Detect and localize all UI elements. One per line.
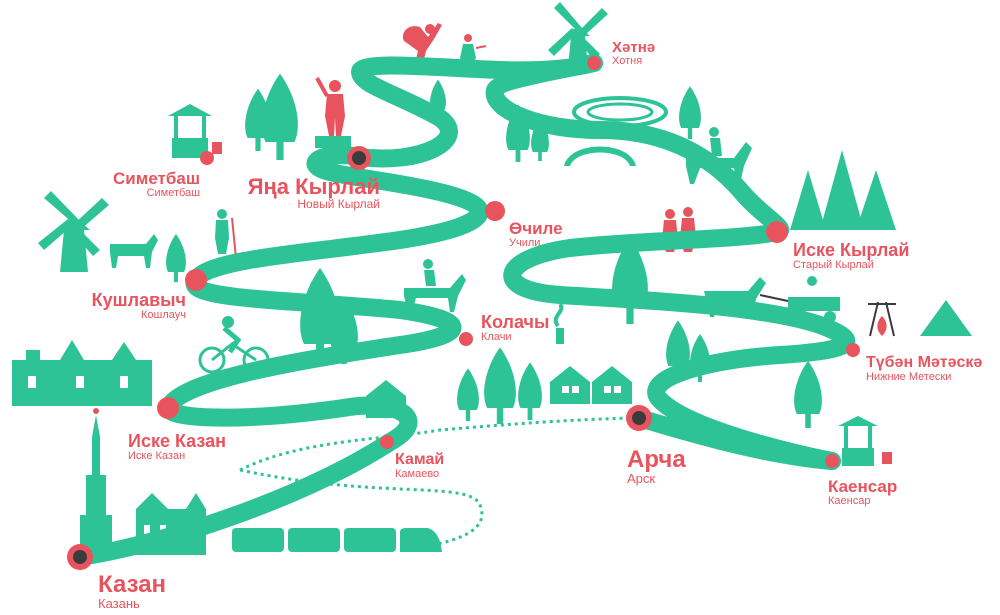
place-label-iske-kazan: Иске Казан Иске Казан <box>128 432 226 462</box>
tree-icon <box>166 234 186 282</box>
place-name-ru: Клачи <box>481 330 512 343</box>
house-icon <box>553 302 564 344</box>
place-label-kamay: Камай Камаево <box>395 451 445 480</box>
place-label-kolachy: Колачы Клачи <box>481 313 549 343</box>
place-label-hatne: Хәтнә Хотня <box>612 40 655 67</box>
place-label-archa: Арча Арск <box>627 447 686 486</box>
place-name-ru: Камаево <box>395 467 440 480</box>
place-name-ru: Каенсар <box>828 494 871 507</box>
tree-icon <box>518 362 542 420</box>
place-name-ru: Иске Казан <box>128 449 186 462</box>
place-name-ru: Учили <box>509 236 541 249</box>
major-stop-marker[interactable] <box>347 146 371 170</box>
campfire-icon <box>868 301 896 337</box>
place-name: Симетбаш <box>113 169 200 188</box>
stop-marker[interactable] <box>459 332 473 346</box>
stop-marker[interactable] <box>485 201 505 221</box>
place-name: Кушлавыч <box>91 290 186 310</box>
place-label-kaensar: Каенсар Каенсар <box>828 478 897 507</box>
railway-icon <box>239 416 631 550</box>
cyclist-icon <box>198 316 270 374</box>
place-name-ru: Симетбаш <box>146 186 200 199</box>
place-name-ru: Казань <box>98 596 140 612</box>
wishing-well-icon <box>168 104 222 158</box>
tree-icon <box>262 73 298 160</box>
place-label-simetbash: Симетбаш Симетбаш <box>100 170 200 199</box>
place-name: Хәтнә <box>612 39 656 56</box>
place-name-ru: Нижние Метески <box>866 370 952 383</box>
place-name-ru: Хотня <box>612 54 643 67</box>
train-icon <box>232 528 442 552</box>
place-name-ru: Арск <box>627 471 656 487</box>
place-name: Колачы <box>481 312 550 332</box>
tree-icon <box>484 347 516 424</box>
wishing-well-icon <box>838 416 892 466</box>
stop-marker[interactable] <box>200 151 214 165</box>
stop-marker[interactable] <box>380 435 394 449</box>
house-icon <box>550 366 590 404</box>
tree-icon <box>794 360 822 428</box>
stop-marker[interactable] <box>185 269 207 291</box>
stop-marker[interactable] <box>157 397 179 419</box>
place-name: Түбән Мәтәскә <box>866 354 983 371</box>
major-stop-marker[interactable] <box>67 544 93 570</box>
tree-icon <box>679 86 701 139</box>
main-route <box>630 409 841 470</box>
place-label-kushlavych: Кушлавыч Кошлауч <box>60 291 186 321</box>
horse-rider-icon <box>404 259 466 312</box>
place-label-yana-kyrlay: Яңа Кырлай Новый Кырлай <box>200 175 380 211</box>
place-label-tuben-metesk: Түбән Мәтәскә Нижние Метески <box>866 354 983 383</box>
bridge-icon <box>564 146 636 166</box>
place-name-ru: Старый Кырлай <box>793 258 874 271</box>
tree-icon <box>457 368 479 421</box>
place-name: Арча <box>627 446 686 473</box>
place-name: Казан <box>98 571 167 598</box>
house-icon <box>592 366 632 404</box>
goat-icon <box>110 234 158 268</box>
place-name: Камай <box>395 451 445 468</box>
tree-icon <box>790 150 896 230</box>
place-name: Яңа Кырлай <box>247 174 380 199</box>
place-name: Өчиле <box>509 219 563 238</box>
place-name: Каенсар <box>828 477 898 496</box>
stop-marker[interactable] <box>846 343 860 357</box>
place-label-kazan: Казан Казань <box>98 572 166 611</box>
stop-marker[interactable] <box>587 56 601 70</box>
windmill-icon <box>38 191 109 272</box>
main-route <box>485 54 856 470</box>
stop-marker[interactable] <box>766 221 788 243</box>
waving-man-icon <box>315 77 351 148</box>
place-name: Иске Кырлай <box>793 240 910 260</box>
stop-marker[interactable] <box>825 454 839 468</box>
place-label-ochile: Өчиле Учили <box>509 220 563 249</box>
place-label-iske-kyrlay: Иске Кырлай Старый Кырлай <box>793 241 909 271</box>
major-stop-marker[interactable] <box>626 405 652 431</box>
place-name: Иске Казан <box>128 431 226 451</box>
place-name-ru: Кошлауч <box>141 308 186 321</box>
hiker-icon <box>215 209 237 259</box>
dancer-icon <box>402 23 442 67</box>
kremlin-icon <box>12 340 152 406</box>
place-name-ru: Новый Кырлай <box>297 197 380 212</box>
tent-icon <box>920 300 972 336</box>
